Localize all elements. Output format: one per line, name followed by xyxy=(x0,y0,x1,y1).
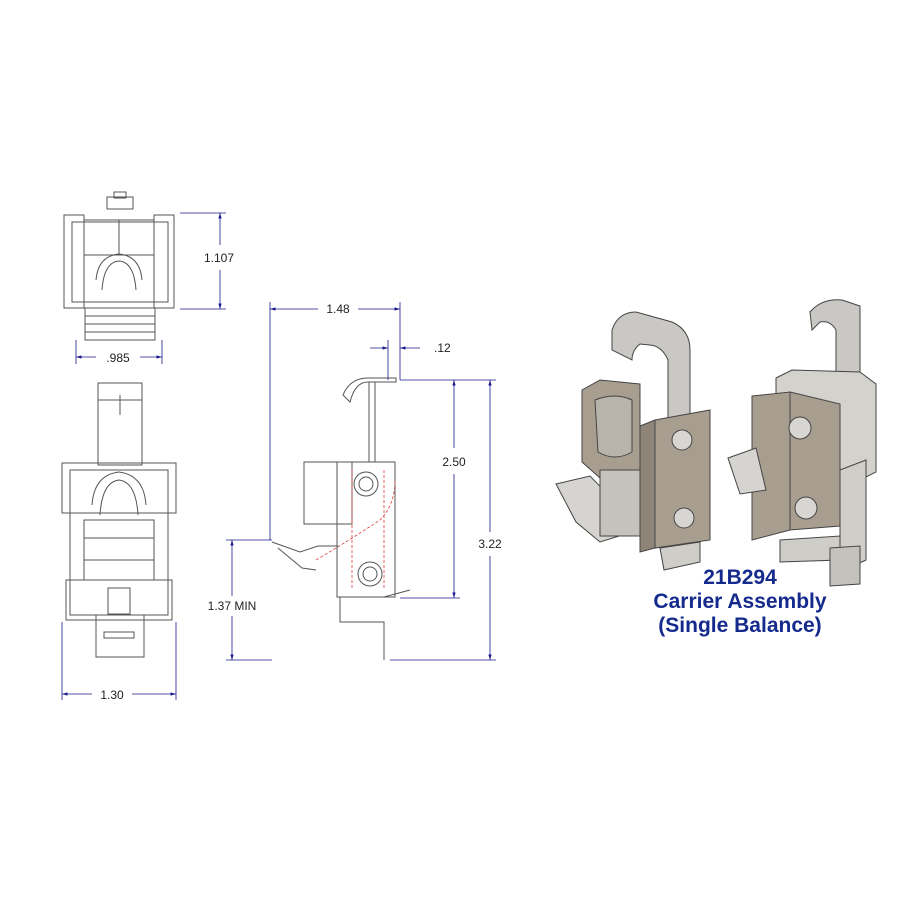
side-view xyxy=(271,377,411,660)
part-number: 21B294 xyxy=(703,566,777,589)
dim-min-height: 1.37 MIN xyxy=(208,599,257,613)
isometric-view-right xyxy=(727,299,877,587)
dim-overall-height: 3.22 xyxy=(478,537,502,551)
dimension-lines xyxy=(61,212,496,700)
dimension-labels: 1.107 .985 1.30 1.48 .12 2.50 3.22 1.37 … xyxy=(100,251,502,702)
caption-line-1: Carrier Assembly xyxy=(653,590,827,613)
isometric-view-left xyxy=(555,311,711,571)
dim-side-width: 1.48 xyxy=(326,302,350,316)
caption-line-2: (Single Balance) xyxy=(658,614,822,637)
side-view-hidden-lines xyxy=(315,470,396,590)
top-view xyxy=(63,191,175,341)
dim-upper-height: 2.50 xyxy=(442,455,466,469)
part-caption: 21B294 Carrier Assembly (Single Balance) xyxy=(620,566,860,638)
dim-top-height: 1.107 xyxy=(204,251,234,265)
dim-front-width: 1.30 xyxy=(100,688,124,702)
dim-top-width: .985 xyxy=(106,351,130,365)
front-view xyxy=(61,382,177,658)
dim-hook-offset: .12 xyxy=(434,341,451,355)
